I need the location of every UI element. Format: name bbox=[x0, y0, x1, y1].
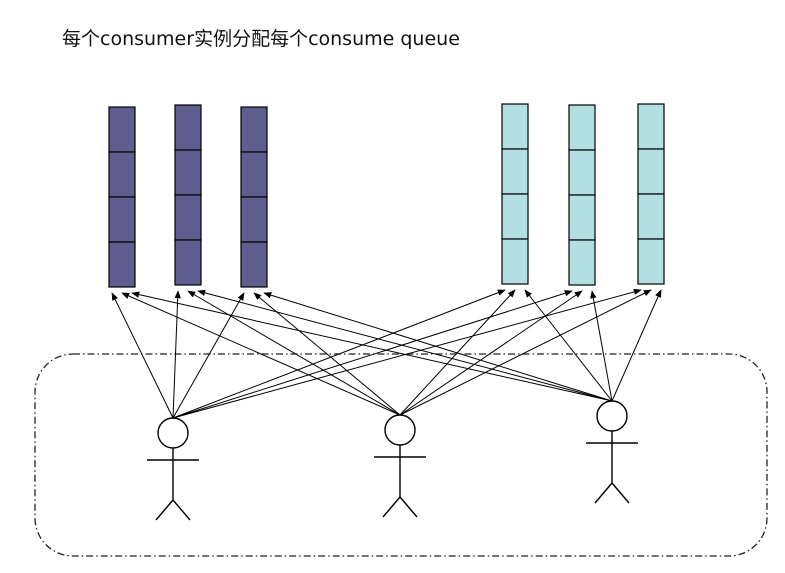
assignment-arrow bbox=[524, 289, 613, 402]
queues-layer bbox=[108, 103, 665, 288]
consumer-head bbox=[596, 400, 628, 432]
queue-cell bbox=[108, 241, 136, 288]
queue-cell bbox=[637, 238, 665, 285]
queue-cell bbox=[568, 239, 596, 286]
consume-queue bbox=[240, 106, 268, 288]
queue-cell bbox=[637, 148, 665, 195]
queue-cell bbox=[240, 241, 268, 288]
assignment-arrow bbox=[172, 288, 642, 419]
queue-cell bbox=[174, 104, 202, 151]
assignment-arrow bbox=[399, 290, 583, 416]
queue-cell bbox=[637, 193, 665, 240]
queue-cell bbox=[568, 104, 596, 151]
consumer-leg-right bbox=[611, 482, 630, 504]
consumer-head bbox=[384, 414, 416, 446]
assignment-arrow bbox=[197, 289, 613, 402]
queue-cell bbox=[501, 193, 529, 240]
diagram-title: 每个consumer实例分配每个consume queue bbox=[62, 28, 460, 50]
consume-queue bbox=[174, 104, 202, 286]
consume-queue bbox=[108, 106, 136, 288]
queue-cell bbox=[108, 196, 136, 243]
assignment-arrow bbox=[263, 292, 613, 402]
consumer-figure bbox=[147, 417, 199, 521]
queue-cell bbox=[240, 151, 268, 198]
queue-cell bbox=[240, 106, 268, 153]
queue-cell bbox=[568, 149, 596, 196]
queue-cell bbox=[108, 106, 136, 153]
assignment-arrow bbox=[253, 292, 401, 416]
assignment-arrow bbox=[399, 289, 652, 416]
queue-cell bbox=[637, 103, 665, 150]
queue-cell bbox=[568, 194, 596, 241]
assignment-arrow bbox=[111, 292, 174, 419]
consume-queue bbox=[568, 104, 596, 286]
assignment-arrow bbox=[187, 290, 401, 416]
consume-queue bbox=[501, 103, 529, 285]
queue-cell bbox=[501, 148, 529, 195]
consume-queue bbox=[637, 103, 665, 285]
assignment-arrow bbox=[172, 292, 245, 419]
consumer-figure bbox=[586, 400, 638, 504]
assignment-arrow bbox=[611, 289, 662, 402]
consumer-head bbox=[157, 417, 189, 449]
consumer-figure bbox=[374, 414, 426, 518]
assignment-arrow bbox=[590, 290, 613, 402]
queue-cell bbox=[108, 151, 136, 198]
assignment-arrow bbox=[121, 292, 401, 416]
queue-cell bbox=[174, 239, 202, 286]
arrows-layer bbox=[111, 288, 662, 419]
queue-cell bbox=[174, 194, 202, 241]
assignment-arrow bbox=[172, 289, 506, 419]
assignment-arrow bbox=[172, 290, 181, 419]
queue-cell bbox=[174, 149, 202, 196]
assignment-arrow bbox=[172, 290, 573, 419]
consumers-layer bbox=[147, 400, 638, 521]
queue-cell bbox=[240, 196, 268, 243]
consumer-leg-left bbox=[594, 482, 613, 504]
queue-cell bbox=[501, 103, 529, 150]
consumer-leg-left bbox=[155, 499, 174, 521]
consumer-leg-right bbox=[172, 499, 191, 521]
consumer-leg-right bbox=[399, 496, 418, 518]
consumer-leg-left bbox=[382, 496, 401, 518]
assignment-arrow bbox=[131, 291, 613, 402]
queue-cell bbox=[501, 238, 529, 285]
assignment-arrow bbox=[399, 289, 516, 416]
consumer-group-boundary bbox=[34, 353, 768, 557]
